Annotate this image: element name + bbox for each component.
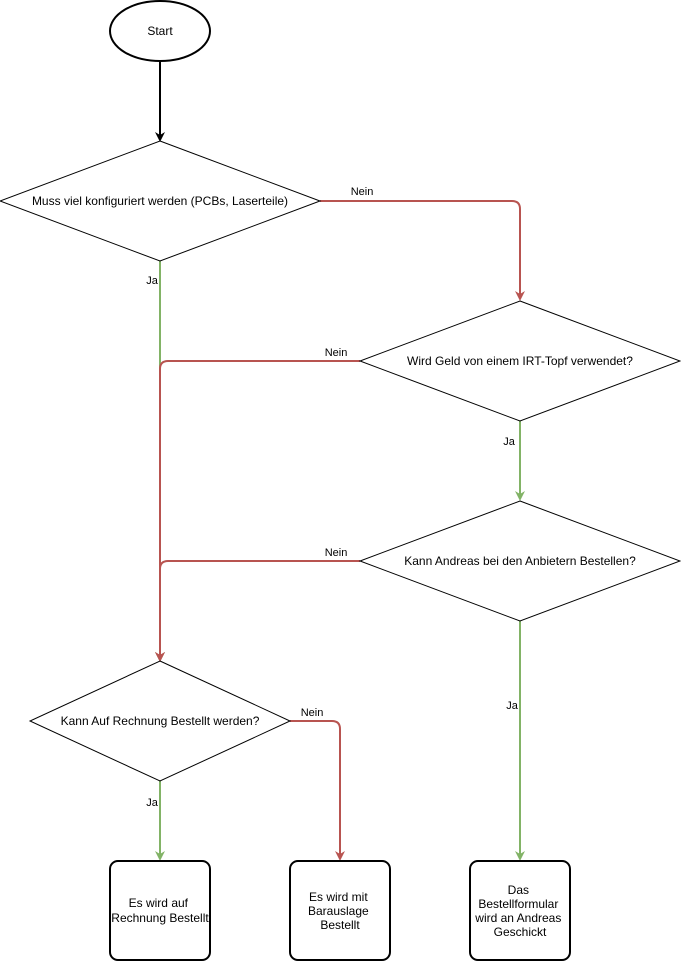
result-order-form-line-4: Geschickt [494,925,547,939]
decision-irt-funds [358,300,681,422]
edge-d2-nein [155,360,360,662]
edge-d3-nein [155,560,360,662]
result-invoice-order-line-1: Es wird auf [129,896,189,910]
decision-invoice [28,660,292,782]
result-order-form-line-1: Das [508,883,529,897]
decision-configuration-label: Muss viel konfiguriert werden (PCBs, Las… [32,194,288,208]
edge-label-d1-nein: Nein [351,186,374,198]
start-label: Start [147,24,173,38]
result-invoice-order [109,860,211,961]
edge-label-d2-nein: Nein [325,347,348,359]
result-cash-order [289,860,391,961]
result-invoice-order-label: Es wird auf Rechnung Bestellt [111,896,209,925]
result-order-form [469,860,571,961]
edge-label-d2-ja: Ja [503,436,516,448]
result-order-form-label: Das Bestellformular wird an Andreas Gesc… [474,883,564,939]
edge-label-d3-nein: Nein [325,547,348,559]
result-cash-order-line-1: Es wird mit [309,890,368,904]
start-node [109,0,211,62]
result-invoice-order-line-2: Rechnung Bestellt [111,911,209,925]
edge-label-d4-ja: Ja [146,797,159,809]
edge-label-d1-ja: Ja [146,275,159,287]
edge-d1-nein [320,200,525,301]
result-order-form-line-2: Bestellformular [478,897,558,911]
decision-andreas-order [358,500,681,622]
edge-d4-nein [290,720,345,861]
edge-label-d4-nein: Nein [301,707,324,719]
decision-configuration [0,140,322,262]
edge-label-d3-ja: Ja [506,700,519,712]
result-cash-order-line-3: Bestellt [320,918,360,932]
decision-andreas-order-label: Kann Andreas bei den Anbietern Bestellen… [404,554,636,568]
result-cash-order-label: Es wird mit Barauslage Bestellt [308,890,372,932]
result-order-form-line-3: wird an Andreas [474,911,561,925]
decision-invoice-label: Kann Auf Rechnung Bestellt werden? [61,714,260,728]
result-cash-order-line-2: Barauslage [308,904,369,918]
decision-irt-funds-label: Wird Geld von einem IRT-Topf verwendet? [407,354,633,368]
